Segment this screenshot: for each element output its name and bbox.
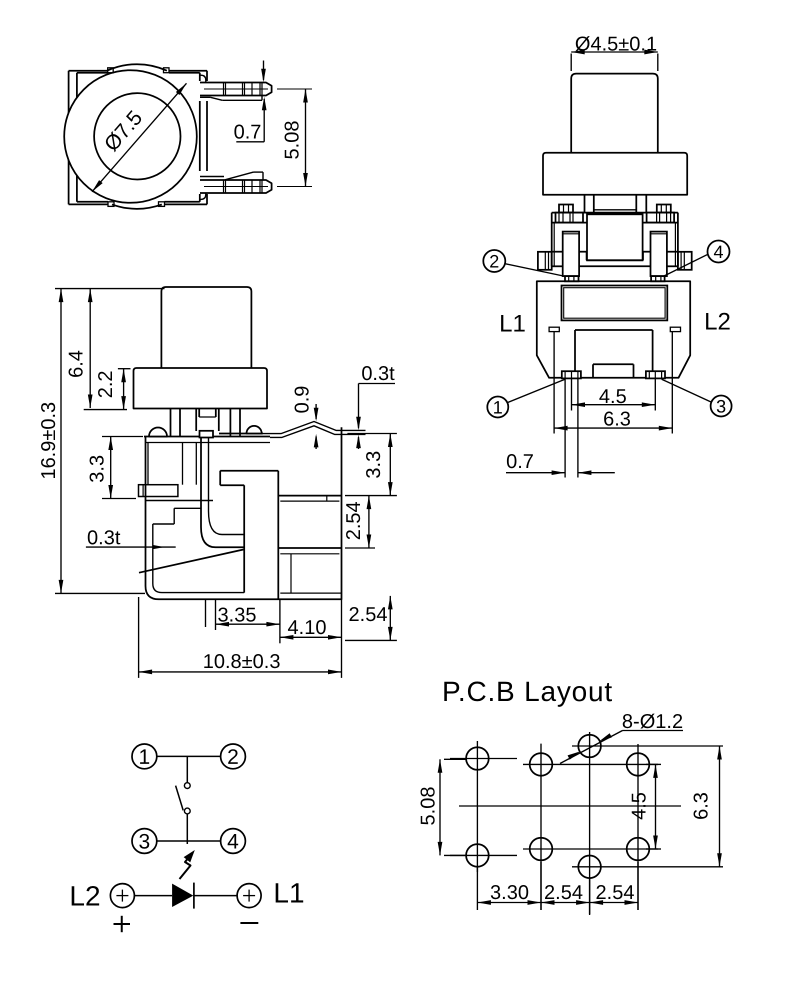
svg-text:4.5: 4.5 xyxy=(599,386,627,408)
svg-text:2: 2 xyxy=(489,251,499,271)
svg-text:0.3t: 0.3t xyxy=(87,527,121,549)
svg-text:0.7: 0.7 xyxy=(506,451,534,473)
svg-text:6.3: 6.3 xyxy=(603,408,631,430)
svg-text:2: 2 xyxy=(227,746,239,769)
svg-text:3.30: 3.30 xyxy=(490,882,529,904)
svg-text:2.54: 2.54 xyxy=(544,882,583,904)
svg-text:4: 4 xyxy=(227,830,239,853)
svg-text:2.54: 2.54 xyxy=(349,604,388,626)
svg-text:5.08: 5.08 xyxy=(282,121,304,160)
svg-text:0.7: 0.7 xyxy=(234,121,262,143)
svg-text:5.08: 5.08 xyxy=(418,787,440,826)
svg-text:4.5: 4.5 xyxy=(629,792,651,820)
svg-text:3.3: 3.3 xyxy=(363,451,385,479)
svg-text:L2: L2 xyxy=(704,308,731,335)
svg-text:4: 4 xyxy=(713,242,723,262)
svg-text:16.9±0.3: 16.9±0.3 xyxy=(38,402,60,480)
svg-text:L1: L1 xyxy=(273,877,304,908)
svg-text:L2: L2 xyxy=(69,880,100,911)
svg-text:1: 1 xyxy=(139,746,151,769)
svg-text:0.3t: 0.3t xyxy=(361,363,395,385)
svg-text:0.9: 0.9 xyxy=(292,386,314,414)
svg-text:10.8±0.3: 10.8±0.3 xyxy=(203,651,281,673)
svg-text:8-Ø1.2: 8-Ø1.2 xyxy=(622,711,683,733)
svg-text:2.54: 2.54 xyxy=(596,882,635,904)
svg-text:6.3: 6.3 xyxy=(691,792,713,820)
svg-text:4.10: 4.10 xyxy=(288,617,327,639)
svg-text:1: 1 xyxy=(493,397,503,417)
svg-text:2.54: 2.54 xyxy=(343,501,365,540)
svg-text:3.35: 3.35 xyxy=(218,604,257,626)
svg-text:L1: L1 xyxy=(499,310,526,337)
svg-text:6.4: 6.4 xyxy=(66,350,88,378)
svg-text:3: 3 xyxy=(139,830,151,853)
svg-text:P.C.B Layout: P.C.B Layout xyxy=(442,676,613,707)
svg-text:3.3: 3.3 xyxy=(87,455,109,483)
svg-text:2.2: 2.2 xyxy=(95,370,117,398)
svg-text:3: 3 xyxy=(716,396,726,416)
svg-text:Ø4.5±0.1: Ø4.5±0.1 xyxy=(575,33,657,55)
